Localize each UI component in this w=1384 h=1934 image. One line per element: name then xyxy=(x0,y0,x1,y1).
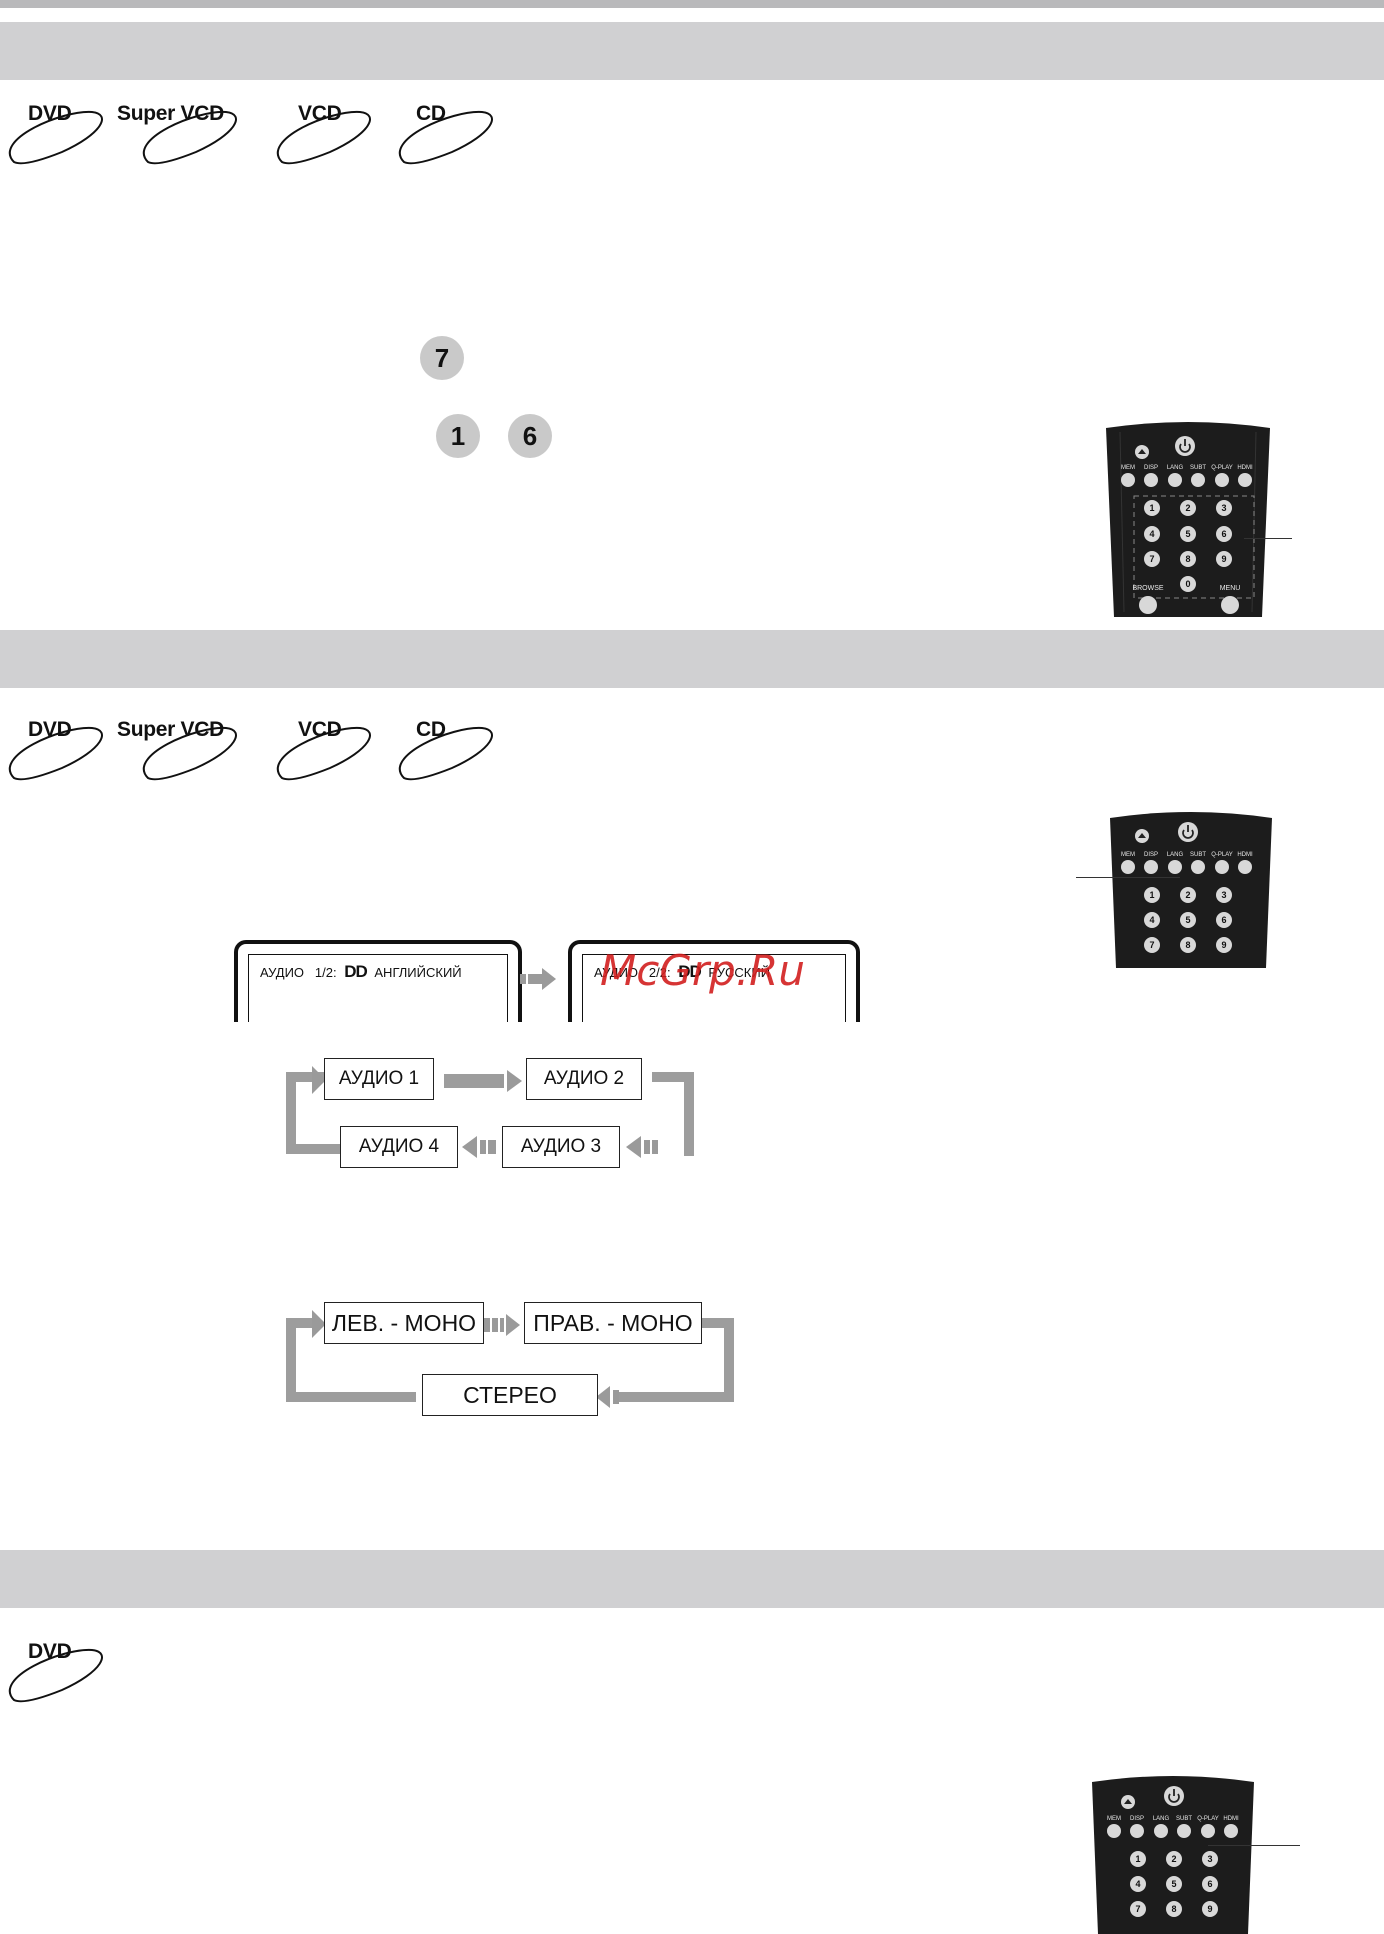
svg-text:SUBT: SUBT xyxy=(1190,465,1206,471)
osd-text: АУДИО 2/2: DD РУССКИЙ xyxy=(594,962,771,981)
disc-label: CD xyxy=(416,718,446,741)
svg-text:3: 3 xyxy=(1221,890,1226,900)
svg-text:4: 4 xyxy=(1135,1879,1140,1889)
disc-badge-cd: CD xyxy=(392,100,502,180)
svg-text:5: 5 xyxy=(1185,915,1190,925)
disc-badge-dvd: DVD xyxy=(2,1638,112,1718)
remote-illustration-qplay: MEM DISP LANG SUBT Q-PLAY HDMI 1 2 3 4 5 6 7… xyxy=(1088,1776,1258,1934)
arrow-right-icon xyxy=(520,968,556,990)
svg-text:7: 7 xyxy=(1149,940,1154,950)
svg-text:MEM: MEM xyxy=(1121,852,1135,858)
disc-badge-super-vcd: Super VCD xyxy=(116,100,237,180)
disc-badge-dvd: DVD xyxy=(2,716,112,796)
svg-text:6: 6 xyxy=(1207,1879,1212,1889)
disc-label: VCD xyxy=(298,718,342,741)
svg-text:DISP: DISP xyxy=(1144,465,1158,471)
channel-cycle-box: ПРАВ. - МОНО xyxy=(524,1302,702,1344)
disc-label: VCD xyxy=(298,102,342,125)
svg-text:4: 4 xyxy=(1149,915,1154,925)
svg-text:DISP: DISP xyxy=(1130,1816,1144,1822)
svg-text:1: 1 xyxy=(1135,1854,1140,1864)
svg-text:HDMI: HDMI xyxy=(1237,852,1253,858)
remote-illustration-numpad: MEM DISP LANG SUBT Q-PLAY HDMI 1 2 3 4 5 6 7… xyxy=(1102,422,1274,617)
svg-text:3: 3 xyxy=(1207,1854,1212,1864)
section-3-header-bar xyxy=(0,1550,1384,1608)
svg-text:0: 0 xyxy=(1185,579,1190,589)
svg-text:6: 6 xyxy=(1221,529,1226,539)
svg-text:SUBT: SUBT xyxy=(1176,1816,1192,1822)
audio-cycle-box: АУДИО 4 xyxy=(340,1126,458,1168)
disc-badge-cd: CD xyxy=(392,716,502,796)
number-key-1: 1 xyxy=(436,414,480,458)
callout-line xyxy=(1244,538,1292,539)
svg-text:8: 8 xyxy=(1185,940,1190,950)
svg-text:LANG: LANG xyxy=(1167,465,1184,471)
svg-text:HDMI: HDMI xyxy=(1237,465,1253,471)
svg-text:8: 8 xyxy=(1185,554,1190,564)
svg-text:Q-PLAY: Q-PLAY xyxy=(1211,465,1233,471)
osd-screen-1: АУДИО 1/2: DD АНГЛИЙСКИЙ xyxy=(234,940,522,1022)
svg-text:DISP: DISP xyxy=(1144,852,1158,858)
svg-text:Q-PLAY: Q-PLAY xyxy=(1211,852,1233,858)
svg-text:2: 2 xyxy=(1185,890,1190,900)
svg-text:7: 7 xyxy=(1135,1904,1140,1914)
remote-label: MEM xyxy=(1121,465,1135,471)
svg-text:HDMI: HDMI xyxy=(1223,1816,1239,1822)
disc-label: DVD xyxy=(28,102,72,125)
svg-text:8: 8 xyxy=(1171,1904,1176,1914)
svg-text:1: 1 xyxy=(1149,890,1154,900)
svg-text:5: 5 xyxy=(1171,1879,1176,1889)
svg-text:6: 6 xyxy=(1221,915,1226,925)
svg-text:9: 9 xyxy=(1221,940,1226,950)
svg-text:4: 4 xyxy=(1149,529,1154,539)
svg-text:7: 7 xyxy=(1149,554,1154,564)
svg-text:2: 2 xyxy=(1171,1854,1176,1864)
svg-text:9: 9 xyxy=(1221,554,1226,564)
svg-text:BROWSE: BROWSE xyxy=(1132,585,1163,592)
svg-text:LANG: LANG xyxy=(1167,852,1184,858)
disc-label: DVD xyxy=(28,1640,72,1663)
callout-line xyxy=(1076,877,1180,878)
audio-cycle-box: АУДИО 2 xyxy=(526,1058,642,1100)
svg-text:MENU: MENU xyxy=(1220,585,1241,592)
section-2-header-bar xyxy=(0,630,1384,688)
number-key-7: 7 xyxy=(420,336,464,380)
svg-text:LANG: LANG xyxy=(1153,1816,1170,1822)
disc-label: DVD xyxy=(28,718,72,741)
svg-text:2: 2 xyxy=(1185,503,1190,513)
svg-text:1: 1 xyxy=(1149,503,1154,513)
disc-label: Super VCD xyxy=(117,102,224,125)
channel-cycle-box: СТЕРЕО xyxy=(422,1374,598,1416)
svg-text:9: 9 xyxy=(1207,1904,1212,1914)
watermark-text: McGrp.Ru xyxy=(600,946,805,995)
osd-text: АУДИО 1/2: DD АНГЛИЙСКИЙ xyxy=(260,962,462,981)
svg-text:SUBT: SUBT xyxy=(1190,852,1206,858)
callout-line xyxy=(1208,1845,1300,1846)
number-key-6: 6 xyxy=(508,414,552,458)
channel-cycle-box: ЛЕВ. - МОНО xyxy=(324,1302,484,1344)
audio-cycle-box: АУДИО 3 xyxy=(502,1126,620,1168)
osd-screen-2: АУДИО 2/2: DD РУССКИЙ xyxy=(568,940,860,1022)
disc-badge-vcd: VCD xyxy=(270,100,380,180)
svg-text:3: 3 xyxy=(1221,503,1226,513)
top-rule xyxy=(0,0,1384,8)
audio-cycle-box: АУДИО 1 xyxy=(324,1058,434,1100)
svg-text:5: 5 xyxy=(1185,529,1190,539)
section-1-header-bar xyxy=(0,22,1384,80)
disc-badge-super-vcd: Super VCD xyxy=(116,716,237,796)
disc-badge-vcd: VCD xyxy=(270,716,380,796)
disc-label: CD xyxy=(416,102,446,125)
svg-text:MEM: MEM xyxy=(1107,1816,1121,1822)
disc-label: Super VCD xyxy=(117,718,224,741)
svg-text:Q-PLAY: Q-PLAY xyxy=(1197,1816,1219,1822)
remote-illustration-lang: MEM DISP LANG SUBT Q-PLAY HDMI 1 2 3 4 5 6 7… xyxy=(1106,812,1276,968)
disc-badge-dvd: DVD xyxy=(2,100,112,180)
